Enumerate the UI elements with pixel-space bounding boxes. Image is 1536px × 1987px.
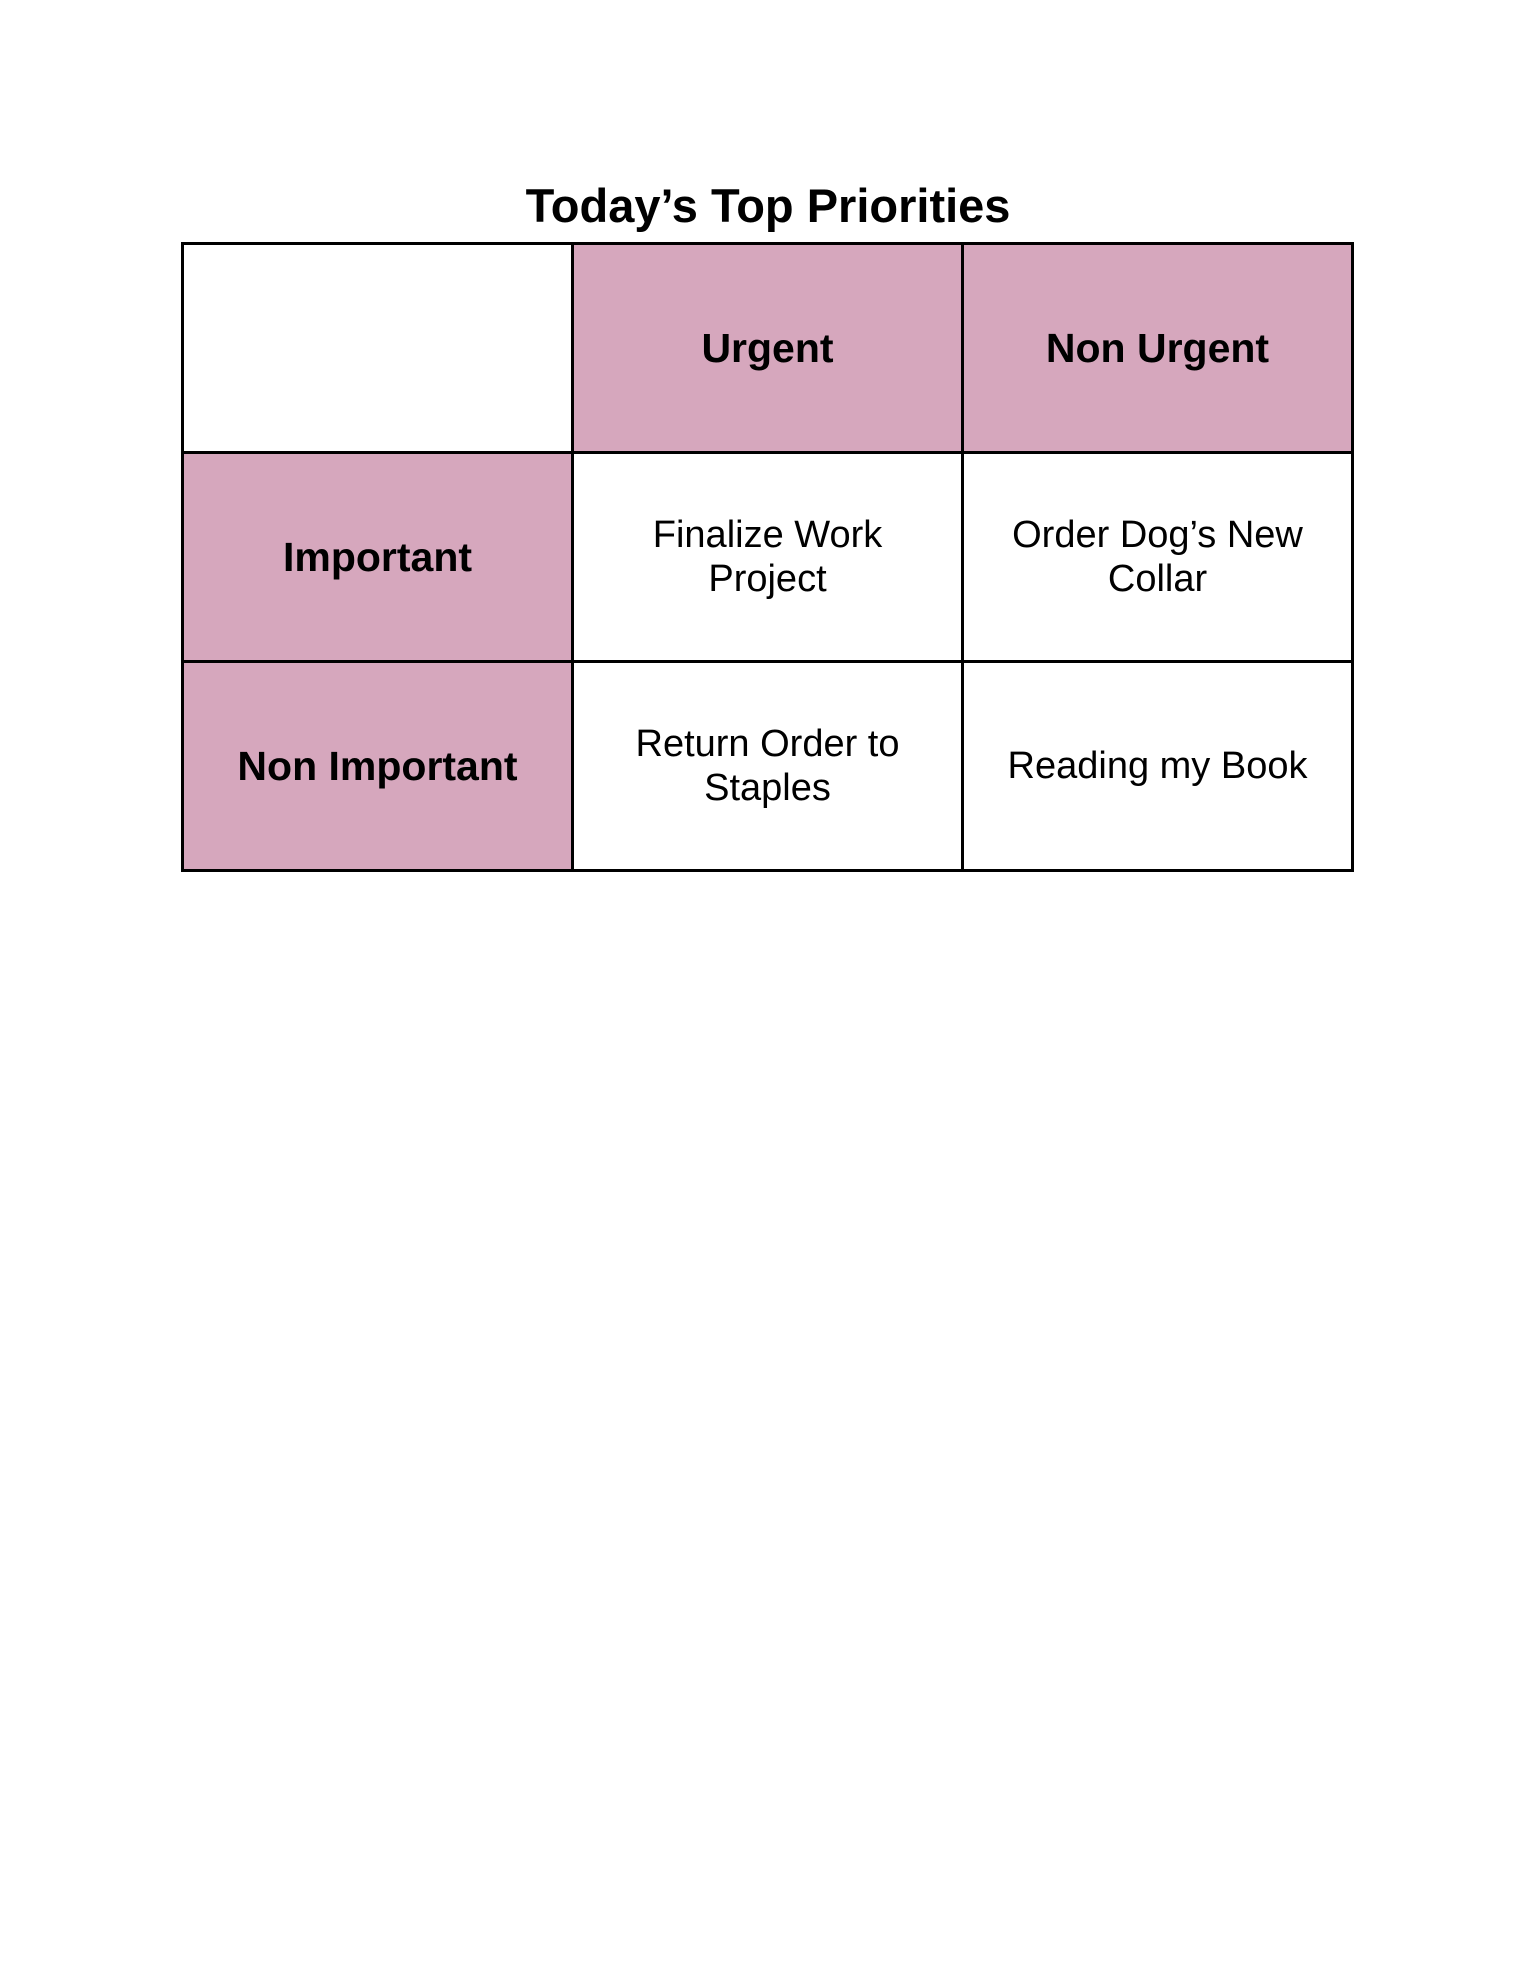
column-header-non-urgent: Non Urgent — [961, 242, 1354, 454]
corner-cell — [181, 242, 574, 454]
header-row: Urgent Non Urgent — [181, 242, 1354, 454]
row-header-non-important: Non Important — [181, 660, 574, 872]
task-cell-non-important-non-urgent: Reading my Book — [961, 660, 1354, 872]
matrix-row-important: Important Finalize Work Project Order Do… — [181, 451, 1354, 663]
column-header-urgent: Urgent — [571, 242, 964, 454]
row-header-important: Important — [181, 451, 574, 663]
page-title: Today’s Top Priorities — [525, 179, 1011, 232]
task-cell-important-urgent: Finalize Work Project — [571, 451, 964, 663]
priority-matrix: Urgent Non Urgent Important Finalize Wor… — [181, 242, 1354, 872]
task-cell-important-non-urgent: Order Dog’s New Collar — [961, 451, 1354, 663]
task-cell-non-important-urgent: Return Order to Staples — [571, 660, 964, 872]
matrix-row-non-important: Non Important Return Order to Staples Re… — [181, 660, 1354, 872]
